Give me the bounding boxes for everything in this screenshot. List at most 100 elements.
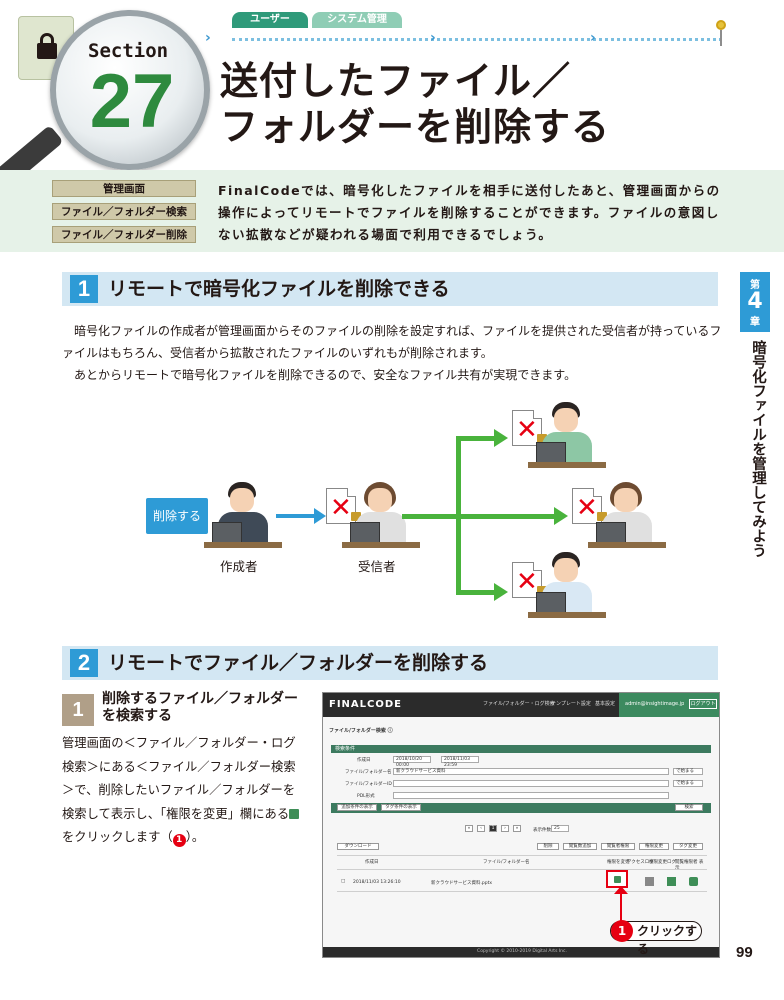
- callout-text: クリックする: [637, 924, 698, 956]
- show-extra-conditions-button[interactable]: 追加条件の表示: [337, 804, 377, 811]
- panel-title: ファイル/フォルダー検索 ⓘ: [329, 728, 393, 734]
- deleted-file-icon: ✕: [512, 410, 547, 446]
- paragraph: 暗号化ファイルの作成者が管理画面からそのファイルの削除を設定すれば、ファイルを提…: [62, 324, 722, 360]
- user-email: admin@insightimage.jp: [625, 701, 685, 707]
- nav-item-settings[interactable]: 基本設定: [595, 701, 616, 707]
- step-number: 1: [62, 694, 94, 726]
- intro-text: FinalCodeでは、暗号化したファイルを相手に送付したあと、管理画面からの操…: [218, 183, 721, 242]
- column-header: 閲覧権限者 表示: [675, 860, 704, 871]
- tab-admin: システム管理者: [312, 12, 402, 41]
- user-menu: admin@insightimage.jp ログアウト: [619, 693, 719, 717]
- arrow-right-icon: [494, 429, 508, 447]
- page-size-select[interactable]: 25: [551, 825, 569, 832]
- click-callout: 1 クリックする: [610, 920, 702, 956]
- change-permission-button[interactable]: 権限変更: [639, 843, 669, 850]
- branch-arrow: [456, 436, 496, 441]
- section-heading-1: 1 リモートで暗号化ファイルを削除できる: [62, 272, 718, 306]
- pdl-field[interactable]: [393, 792, 669, 799]
- column-header: ファイル/フォルダー名: [483, 860, 530, 865]
- show-tag-conditions-button[interactable]: タグ条件の表示: [381, 804, 421, 811]
- change-tag-button[interactable]: タグ変更: [673, 843, 703, 850]
- section-heading-number: 1: [70, 275, 98, 303]
- file-name-field[interactable]: 新クラウドサービス資料: [393, 768, 669, 775]
- page-size-label: 表示件数: [533, 828, 551, 833]
- match-select[interactable]: で始まる: [673, 780, 703, 787]
- magnifier-lens: [50, 10, 210, 170]
- receiver-label: 受信者: [358, 559, 396, 574]
- paragraph: あとからリモートで暗号化ファイルを削除できるので、安全なファイル共有が実現できま…: [74, 368, 577, 382]
- column-header: 権限を変更: [607, 860, 630, 865]
- section-number: 27: [89, 59, 175, 144]
- chapter-prefix: 第: [750, 280, 760, 291]
- arrow-right-icon: [494, 583, 508, 601]
- arrow-up-icon: [614, 886, 628, 894]
- keyword-tag: ファイル／フォルダー削除: [52, 226, 196, 243]
- page-title-line1: 送付したファイル／: [220, 59, 572, 103]
- finalcode-logo: FINALCODE: [329, 699, 403, 710]
- creator-label: 作成者: [220, 559, 258, 574]
- comment-icon[interactable]: [689, 877, 698, 886]
- map-pin-icon: [716, 20, 726, 46]
- branch-arrow: [456, 590, 496, 595]
- recipient-person-icon: [528, 552, 606, 618]
- row-label: ファイル/フォルダーID: [345, 782, 392, 787]
- chevron-right-icon: ›: [590, 30, 596, 46]
- row-checkbox[interactable]: □: [341, 879, 346, 884]
- gear-icon[interactable]: [667, 877, 676, 886]
- lock-icon: [289, 808, 300, 819]
- app-header: FINALCODE ファイル/フォルダー・ログ検索 テンプレート設定 基本設定 …: [323, 693, 719, 717]
- chapter-suffix: 章: [750, 317, 760, 328]
- page-number: 99: [736, 944, 753, 961]
- callout-line: [620, 890, 622, 922]
- row-label: PDL形式: [357, 794, 375, 799]
- chevron-right-icon: ›: [205, 30, 211, 46]
- row-label: 作成日: [357, 758, 371, 763]
- keyword-tag: 管理画面: [52, 180, 196, 197]
- header-dotted-line: [232, 38, 722, 41]
- chapter-number: 4: [747, 289, 763, 314]
- file-id-field[interactable]: [393, 780, 669, 787]
- section-heading-text: リモートで暗号化ファイルを削除できる: [108, 278, 450, 300]
- arrow-right-icon: [554, 507, 568, 525]
- deleted-file-icon: ✕: [326, 488, 361, 524]
- chevron-right-icon: ›: [430, 30, 436, 46]
- row-label: ファイル/フォルダー名: [345, 770, 392, 775]
- nav-item-template[interactable]: テンプレート設定: [551, 701, 591, 707]
- first-page-button[interactable]: «: [465, 825, 473, 832]
- page-title: 送付したファイル／ フォルダーを削除する: [220, 58, 610, 150]
- section-heading-number: 2: [70, 649, 98, 677]
- search-footer-bar: [331, 803, 711, 813]
- date-to-field[interactable]: 2018/11/03 23:59: [441, 756, 479, 768]
- access-log-icon[interactable]: [645, 877, 654, 886]
- row-file-name[interactable]: 新クラウドサービス資料.pptx: [431, 881, 493, 886]
- section-heading-text: リモートでファイル／フォルダーを削除する: [108, 652, 489, 674]
- step-body-text: 管理画面の＜ファイル／フォルダー・ログ検索＞にある＜ファイル／フォルダー検索＞で…: [62, 736, 296, 821]
- column-header: 権限変更ログ: [649, 860, 676, 865]
- section-body: 暗号化ファイルの作成者が管理画面からそのファイルの削除を設定すれば、ファイルを提…: [62, 320, 722, 386]
- branch-arrow: [402, 514, 458, 519]
- delete-action-box: 削除する: [146, 498, 208, 534]
- column-header: 作成日: [365, 860, 379, 865]
- viewer-permission-button[interactable]: 閲覧者権限: [601, 843, 635, 850]
- download-button[interactable]: ダウンロード: [337, 843, 379, 850]
- callout-marker: 1: [611, 920, 633, 942]
- logout-button[interactable]: ログアウト: [689, 699, 717, 709]
- divider: [337, 855, 707, 856]
- page-button[interactable]: 1: [489, 825, 497, 832]
- prev-page-button[interactable]: ‹: [477, 825, 485, 832]
- app-footer: Copyright © 2010-2019 Digital Arts Inc.: [323, 947, 719, 957]
- match-select[interactable]: で始まる: [673, 768, 703, 775]
- delete-button[interactable]: 削除: [537, 843, 559, 850]
- step-marker: 1: [172, 834, 186, 847]
- arrow-right-icon: [276, 508, 326, 524]
- conditions-header: 検索条件: [331, 745, 711, 753]
- nav-item-log-search[interactable]: ファイル/フォルダー・ログ検索: [483, 701, 555, 707]
- admin-screenshot: FINALCODE ファイル/フォルダー・ログ検索 テンプレート設定 基本設定 …: [322, 692, 720, 958]
- divider: [337, 891, 707, 892]
- search-button[interactable]: 検索: [675, 804, 703, 811]
- last-page-button[interactable]: »: [513, 825, 521, 832]
- add-views-button[interactable]: 閲覧数追加: [563, 843, 597, 850]
- next-page-button[interactable]: ›: [501, 825, 509, 832]
- date-from-field[interactable]: 2018/10/20 00:00: [393, 756, 431, 768]
- page-title-line2: フォルダーを削除する: [220, 105, 611, 149]
